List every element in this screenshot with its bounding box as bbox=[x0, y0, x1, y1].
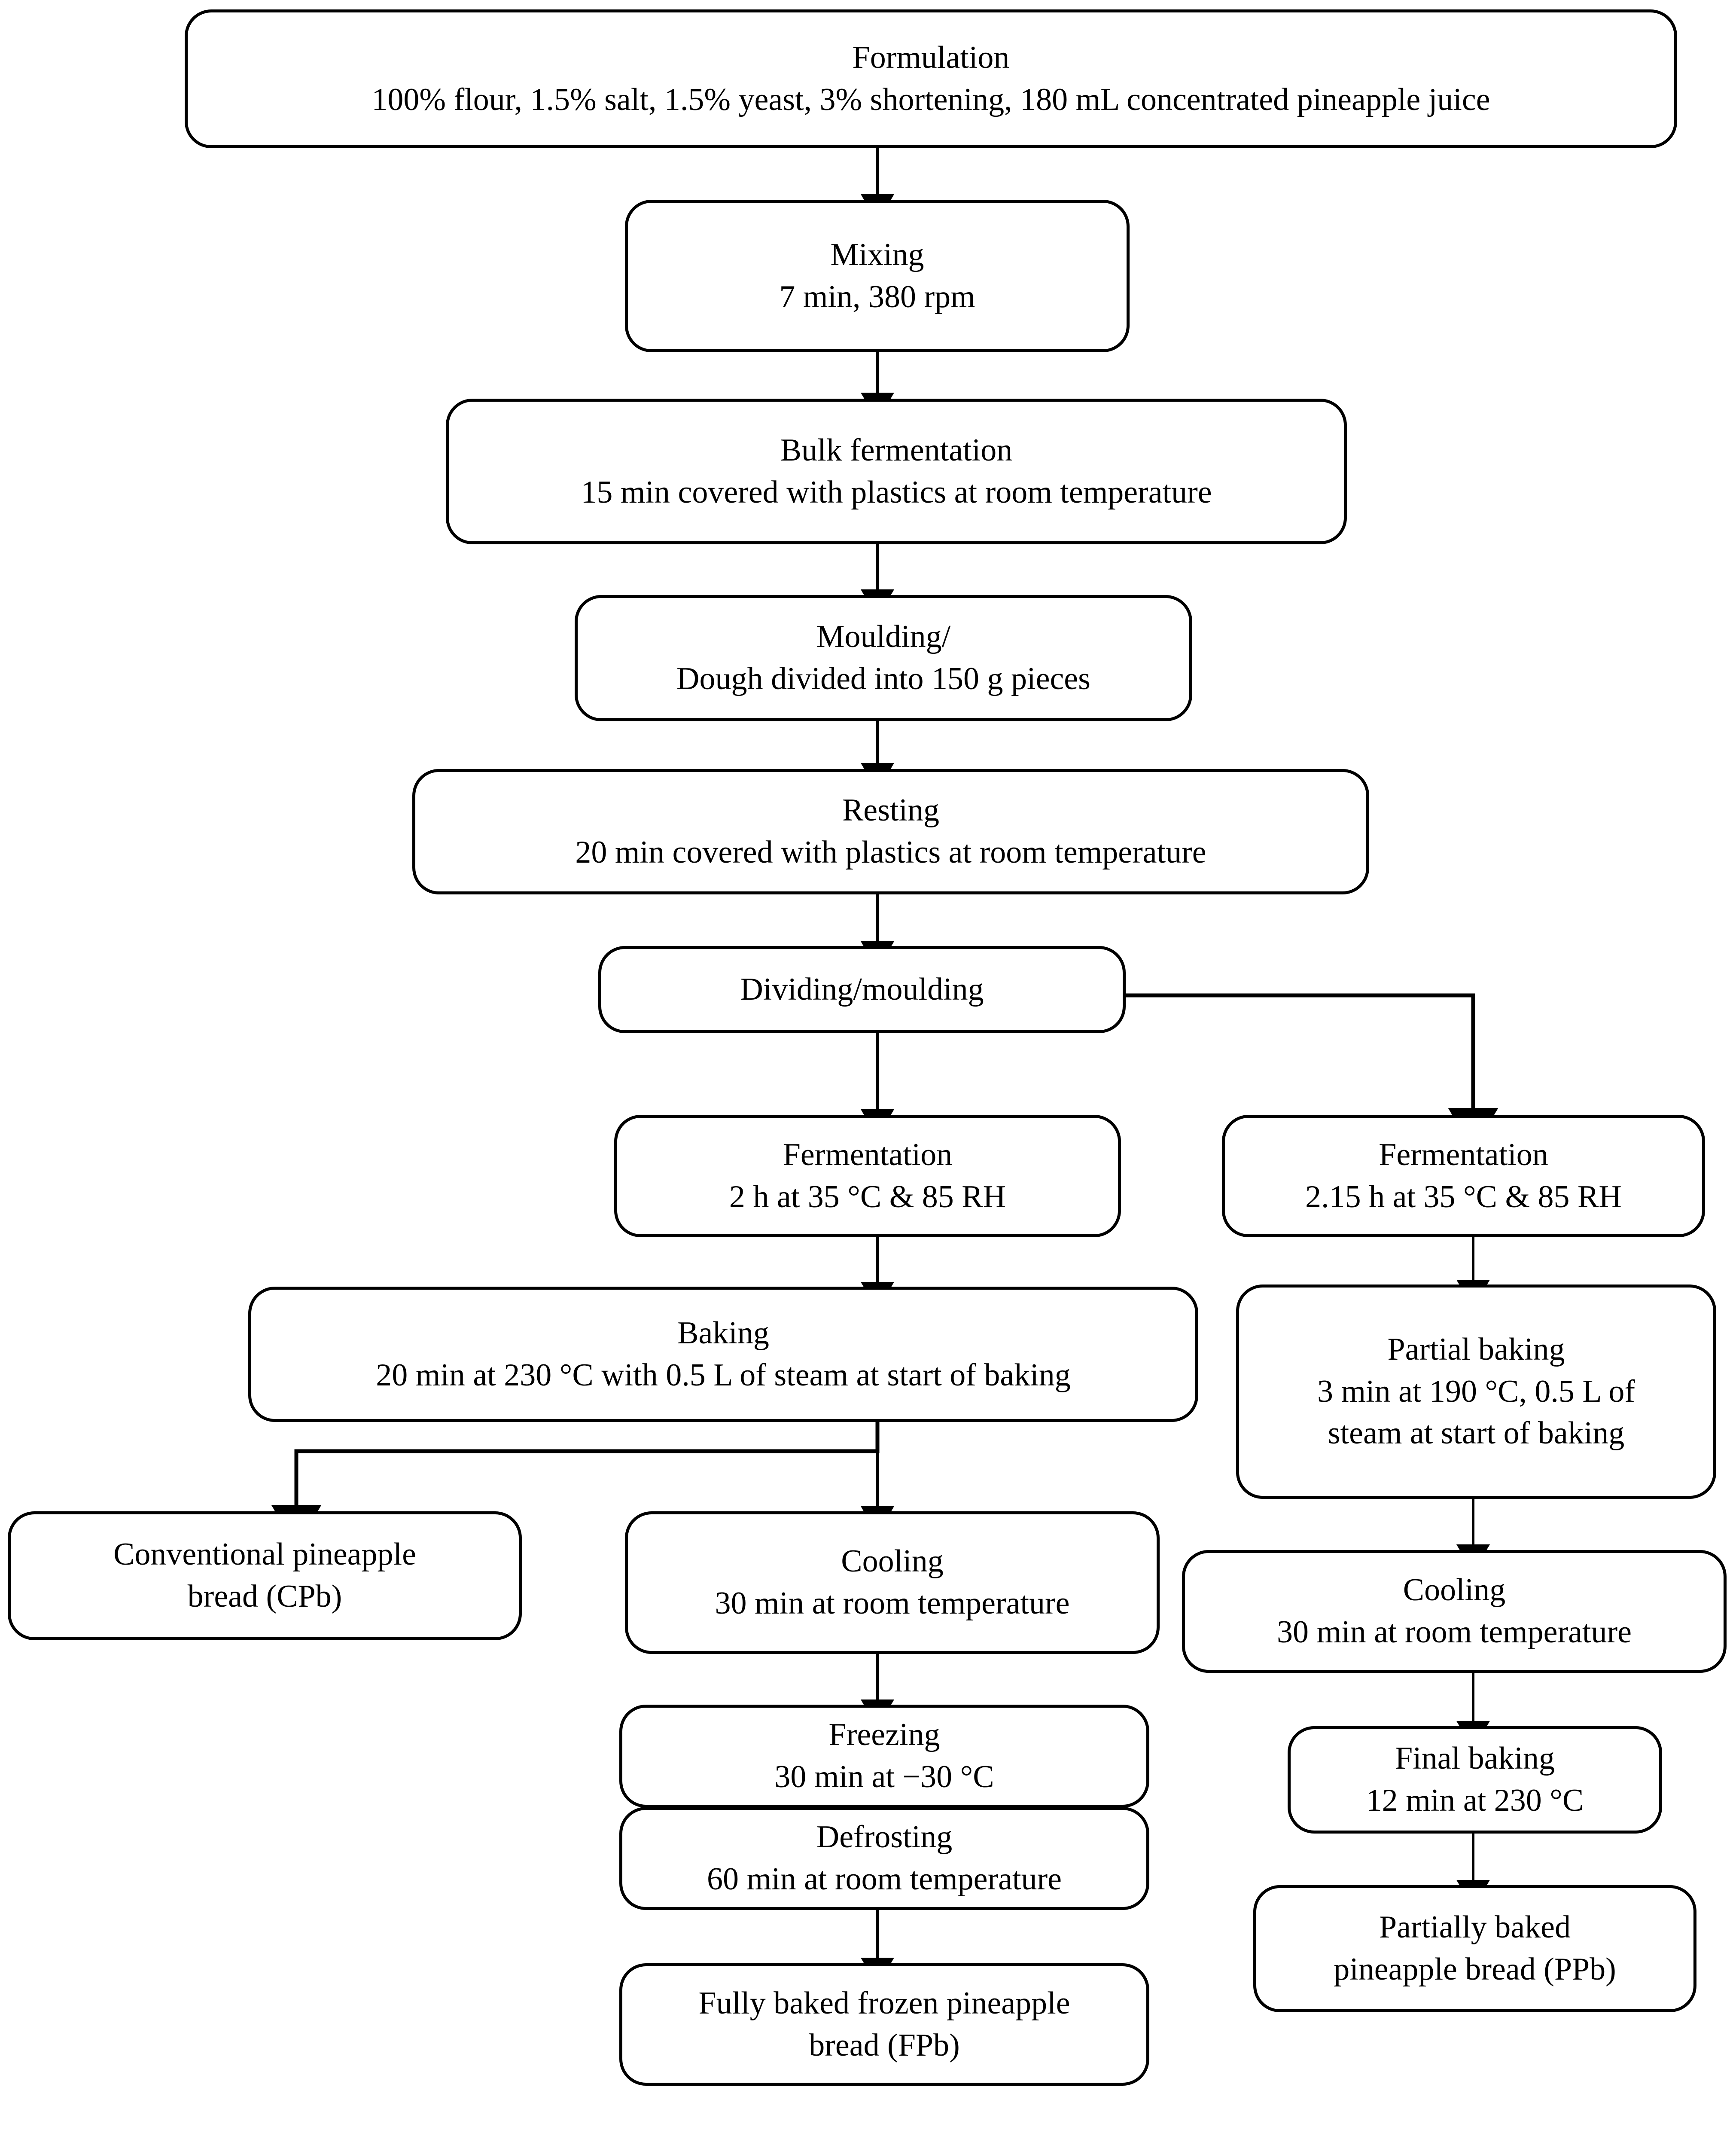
node-moulding-line2: Dough divided into 150 g pieces bbox=[676, 661, 1090, 696]
node-bulk-fermentation[interactable]: Bulk fermentation 15 min covered with pl… bbox=[446, 399, 1347, 544]
node-cooling-center-line2: 30 min at room temperature bbox=[715, 1586, 1070, 1621]
node-resting[interactable]: Resting 20 min covered with plastics at … bbox=[412, 769, 1369, 894]
node-fermentation-right-line2: 2.15 h at 35 °C & 85 RH bbox=[1305, 1179, 1622, 1214]
node-cooling-center[interactable]: Cooling 30 min at room temperature bbox=[625, 1511, 1160, 1654]
node-freezing-line2: 30 min at −30 °C bbox=[774, 1759, 994, 1794]
node-fermentation-center[interactable]: Fermentation 2 h at 35 °C & 85 RH bbox=[614, 1115, 1121, 1237]
node-bulk-fermentation-line1: Bulk fermentation bbox=[780, 432, 1013, 468]
node-conventional-bread[interactable]: Conventional pineapple bread (CPb) bbox=[8, 1511, 522, 1640]
node-cooling-center-line1: Cooling bbox=[841, 1544, 944, 1579]
node-baking-line1: Baking bbox=[677, 1315, 769, 1351]
node-final-baking-line2: 12 min at 230 °C bbox=[1366, 1783, 1584, 1818]
connector-baking-to-conventional-bread bbox=[271, 1422, 880, 1547]
node-defrosting-line1: Defrosting bbox=[816, 1819, 953, 1855]
node-partially-baked-bread-line2: pineapple bread (PPb) bbox=[1334, 1952, 1616, 1987]
node-resting-line1: Resting bbox=[842, 793, 940, 828]
node-fermentation-right[interactable]: Fermentation 2.15 h at 35 °C & 85 RH bbox=[1222, 1115, 1705, 1237]
node-mixing-line1: Mixing bbox=[830, 237, 924, 272]
node-fully-baked-bread-line2: bread (FPb) bbox=[809, 2027, 960, 2063]
node-partial-baking-line1: Partial baking bbox=[1387, 1331, 1565, 1367]
node-freezing[interactable]: Freezing 30 min at −30 °C bbox=[619, 1705, 1149, 1808]
node-moulding[interactable]: Moulding/ Dough divided into 150 g piece… bbox=[575, 595, 1192, 721]
node-fermentation-right-line1: Fermentation bbox=[1379, 1137, 1548, 1172]
node-formulation[interactable]: Formulation 100% flour, 1.5% salt, 1.5% … bbox=[185, 9, 1677, 148]
node-partial-baking-line2: 3 min at 190 °C, 0.5 L of bbox=[1317, 1373, 1635, 1409]
node-cooling-right-line2: 30 min at room temperature bbox=[1276, 1614, 1632, 1650]
node-final-baking-line1: Final baking bbox=[1395, 1741, 1555, 1776]
connector-dividing-to-fermentation-right bbox=[1125, 993, 1498, 1150]
node-fermentation-center-line2: 2 h at 35 °C & 85 RH bbox=[729, 1179, 1006, 1214]
node-formulation-line2: 100% flour, 1.5% salt, 1.5% yeast, 3% sh… bbox=[372, 82, 1490, 117]
node-partially-baked-bread[interactable]: Partially baked pineapple bread (PPb) bbox=[1253, 1885, 1696, 2012]
node-fully-baked-bread[interactable]: Fully baked frozen pineapple bread (FPb) bbox=[619, 1963, 1149, 2086]
node-baking-line2: 20 min at 230 °C with 0.5 L of steam at … bbox=[376, 1357, 1071, 1393]
node-fermentation-center-line1: Fermentation bbox=[783, 1137, 953, 1172]
node-baking[interactable]: Baking 20 min at 230 °C with 0.5 L of st… bbox=[248, 1287, 1198, 1422]
node-partially-baked-bread-line1: Partially baked bbox=[1379, 1910, 1571, 1945]
node-defrosting[interactable]: Defrosting 60 min at room temperature bbox=[619, 1807, 1149, 1910]
node-cooling-right[interactable]: Cooling 30 min at room temperature bbox=[1182, 1550, 1727, 1673]
node-mixing-line2: 7 min, 380 rpm bbox=[779, 279, 975, 314]
node-moulding-line1: Moulding/ bbox=[816, 619, 951, 655]
node-dividing-moulding-line1: Dividing/moulding bbox=[740, 971, 984, 1007]
node-partial-baking[interactable]: Partial baking 3 min at 190 °C, 0.5 L of… bbox=[1236, 1285, 1716, 1499]
node-cooling-right-line1: Cooling bbox=[1403, 1572, 1506, 1608]
node-defrosting-line2: 60 min at room temperature bbox=[707, 1861, 1062, 1897]
node-fully-baked-bread-line1: Fully baked frozen pineapple bbox=[698, 1985, 1070, 2021]
node-partial-baking-line3: steam at start of baking bbox=[1328, 1416, 1625, 1451]
node-final-baking[interactable]: Final baking 12 min at 230 °C bbox=[1288, 1726, 1662, 1834]
node-dividing-moulding[interactable]: Dividing/moulding bbox=[598, 946, 1126, 1033]
node-bulk-fermentation-line2: 15 min covered with plastics at room tem… bbox=[581, 474, 1212, 510]
node-formulation-line1: Formulation bbox=[852, 40, 1010, 75]
node-freezing-line1: Freezing bbox=[828, 1717, 940, 1753]
node-resting-line2: 20 min covered with plastics at room tem… bbox=[575, 835, 1206, 870]
node-conventional-bread-line2: bread (CPb) bbox=[187, 1579, 342, 1614]
node-mixing[interactable]: Mixing 7 min, 380 rpm bbox=[625, 200, 1130, 352]
node-conventional-bread-line1: Conventional pineapple bbox=[113, 1537, 416, 1572]
